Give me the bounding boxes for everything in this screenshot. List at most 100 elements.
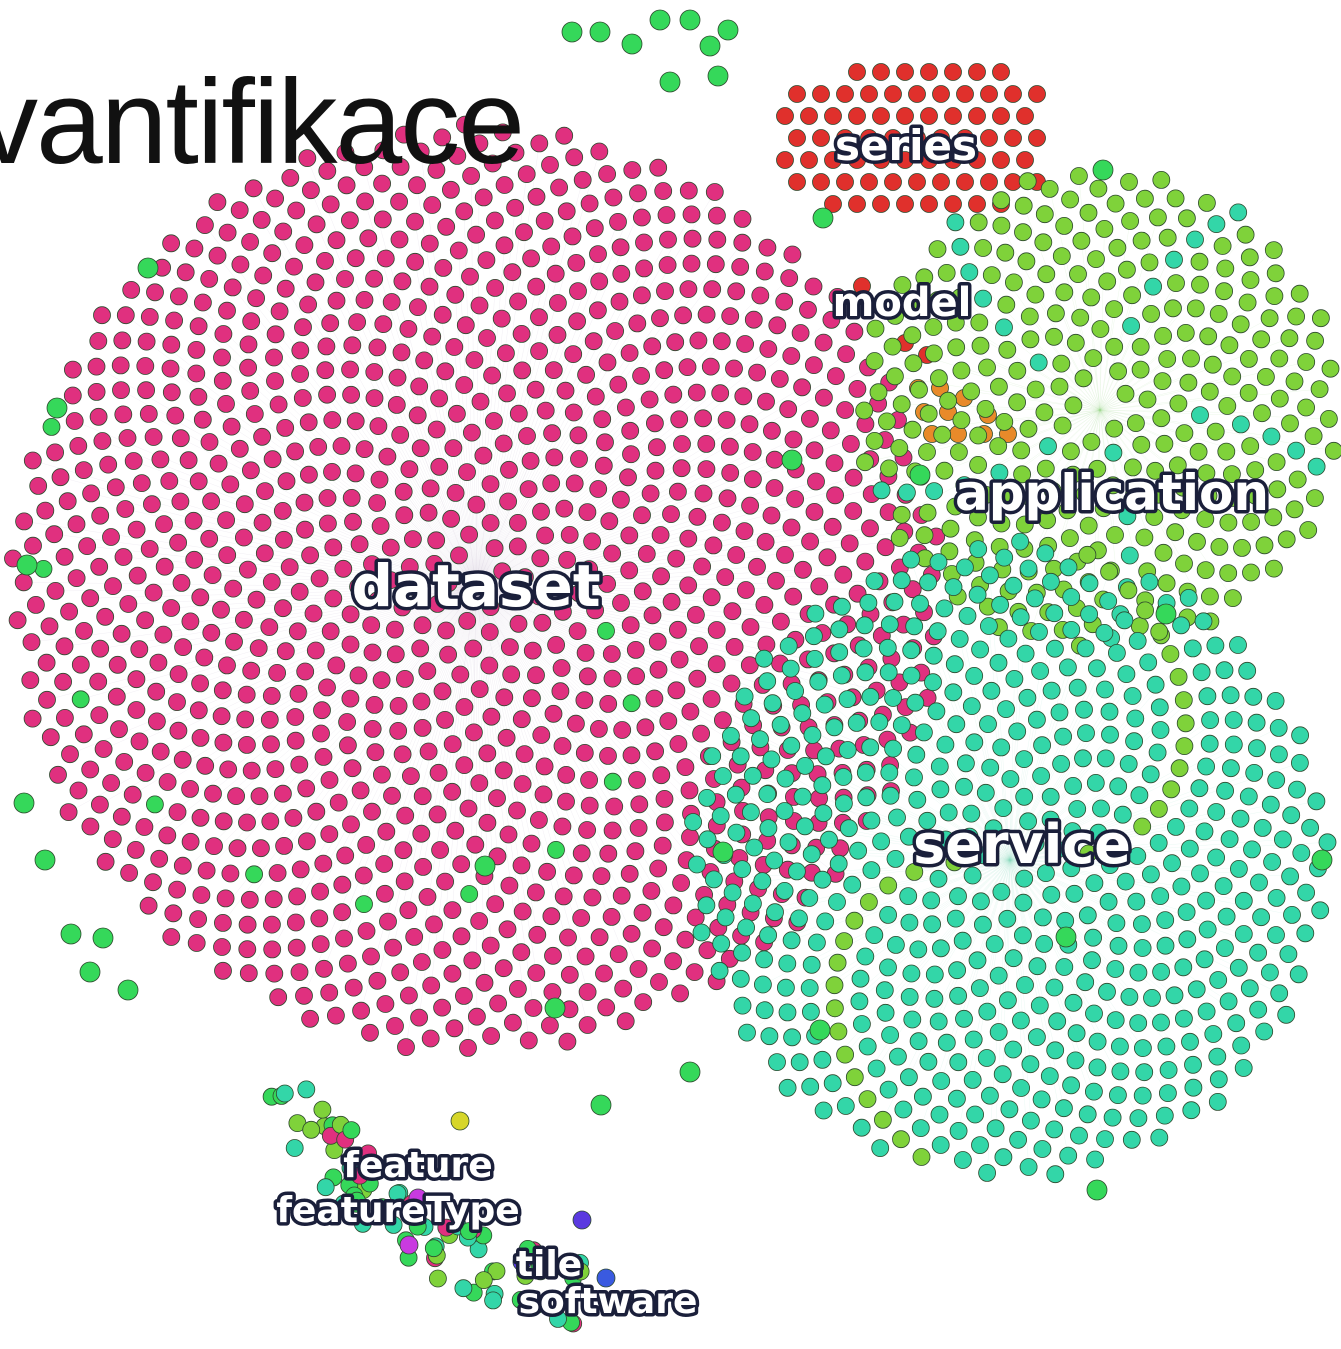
- graph-edge: [844, 859, 1011, 1055]
- dataset-node: [301, 181, 320, 200]
- series-node: [884, 173, 902, 191]
- application-node: [970, 313, 989, 332]
- service-node: [1240, 979, 1259, 998]
- service-node: [790, 909, 808, 928]
- graph-edge: [436, 429, 477, 589]
- service-node: [900, 913, 919, 932]
- outlier-node: [589, 21, 611, 43]
- application-node: [1257, 367, 1275, 386]
- service-node: [1126, 709, 1145, 728]
- dataset-node: [400, 460, 419, 479]
- series-node: [944, 107, 962, 125]
- dataset-node: [265, 964, 284, 983]
- service-node: [1012, 1011, 1030, 1030]
- dataset-node: [212, 707, 231, 726]
- application-node: [1088, 459, 1107, 478]
- application-node: [1079, 516, 1098, 535]
- series-node: [1028, 129, 1046, 147]
- dataset-node: [29, 476, 48, 495]
- service-node: [1266, 692, 1285, 710]
- dataset-node: [673, 435, 691, 453]
- application-node: [952, 411, 971, 430]
- application-node: [1005, 273, 1023, 292]
- dataset-node: [649, 158, 668, 177]
- graph-edge: [475, 167, 659, 589]
- dataset-node: [815, 388, 833, 407]
- dataset-node: [656, 282, 674, 301]
- application-node: [995, 412, 1014, 431]
- cluster-label-featureType: featureType: [276, 1190, 519, 1231]
- graph-edge: [306, 587, 477, 789]
- dataset-node: [189, 387, 208, 406]
- dataset-node: [436, 872, 455, 891]
- dataset-node: [531, 549, 550, 568]
- graph-edge: [475, 569, 804, 589]
- application-node: [1201, 587, 1219, 606]
- dataset-node: [620, 864, 639, 883]
- service-node: [1180, 799, 1199, 818]
- dataset-node: [120, 864, 139, 882]
- service-node: [861, 738, 880, 757]
- application-node: [1240, 248, 1259, 267]
- application-node: [955, 476, 974, 495]
- outlier-node: [79, 961, 101, 983]
- dataset-node: [189, 472, 208, 491]
- dataset-node: [532, 502, 550, 521]
- dataset-node: [262, 573, 281, 591]
- dataset-node: [765, 450, 784, 469]
- service-node: [802, 955, 821, 974]
- dataset-node: [247, 590, 266, 609]
- service-node: [1068, 800, 1087, 818]
- service-node: [716, 908, 735, 927]
- graph-edge: [475, 587, 511, 648]
- dataset-node: [234, 610, 253, 629]
- application-node: [1136, 189, 1154, 208]
- series-node: [836, 85, 854, 103]
- dataset-node: [287, 201, 306, 220]
- service-node: [1282, 806, 1301, 825]
- dataset-node: [610, 292, 629, 311]
- dataset-node: [470, 296, 489, 315]
- application-node: [928, 291, 947, 309]
- service-node: [905, 768, 923, 787]
- service-node: [762, 750, 781, 769]
- dataset-node: [733, 233, 752, 252]
- dataset-node: [55, 637, 74, 656]
- graph-edge: [473, 587, 477, 733]
- dataset-node: [411, 439, 430, 458]
- graph-edge: [204, 224, 477, 589]
- service-node: [1015, 750, 1033, 768]
- service-node: [1214, 877, 1233, 895]
- application-node: [1209, 304, 1228, 323]
- service-node: [949, 1053, 968, 1072]
- graph-edge: [1099, 409, 1162, 419]
- service-node: [829, 1022, 848, 1041]
- dataset-node: [741, 496, 759, 515]
- service-node: [727, 823, 746, 842]
- dataset-node: [485, 539, 504, 558]
- service-node: [697, 896, 716, 915]
- graph-edge: [1009, 667, 1069, 861]
- service-node: [758, 785, 777, 803]
- dataset-node: [112, 807, 131, 826]
- service-node: [1179, 589, 1198, 607]
- dataset-node: [260, 710, 279, 729]
- service-node: [800, 889, 819, 907]
- graph-edge: [1099, 409, 1146, 601]
- graph-edge: [475, 587, 578, 632]
- dataset-node: [652, 766, 671, 785]
- dataset-node: [181, 780, 200, 798]
- dataset-node: [191, 808, 210, 827]
- service-node: [1180, 839, 1199, 858]
- service-node: [835, 932, 853, 950]
- graph-edge: [475, 143, 540, 589]
- service-node: [900, 1068, 918, 1087]
- service-node: [1059, 558, 1078, 577]
- service-node: [808, 933, 826, 952]
- dataset-node: [263, 450, 282, 469]
- application-node: [1108, 238, 1127, 257]
- dataset-node: [412, 824, 431, 843]
- graph-edge: [475, 468, 707, 589]
- dataset-node: [837, 345, 855, 364]
- service-node: [1085, 1004, 1103, 1023]
